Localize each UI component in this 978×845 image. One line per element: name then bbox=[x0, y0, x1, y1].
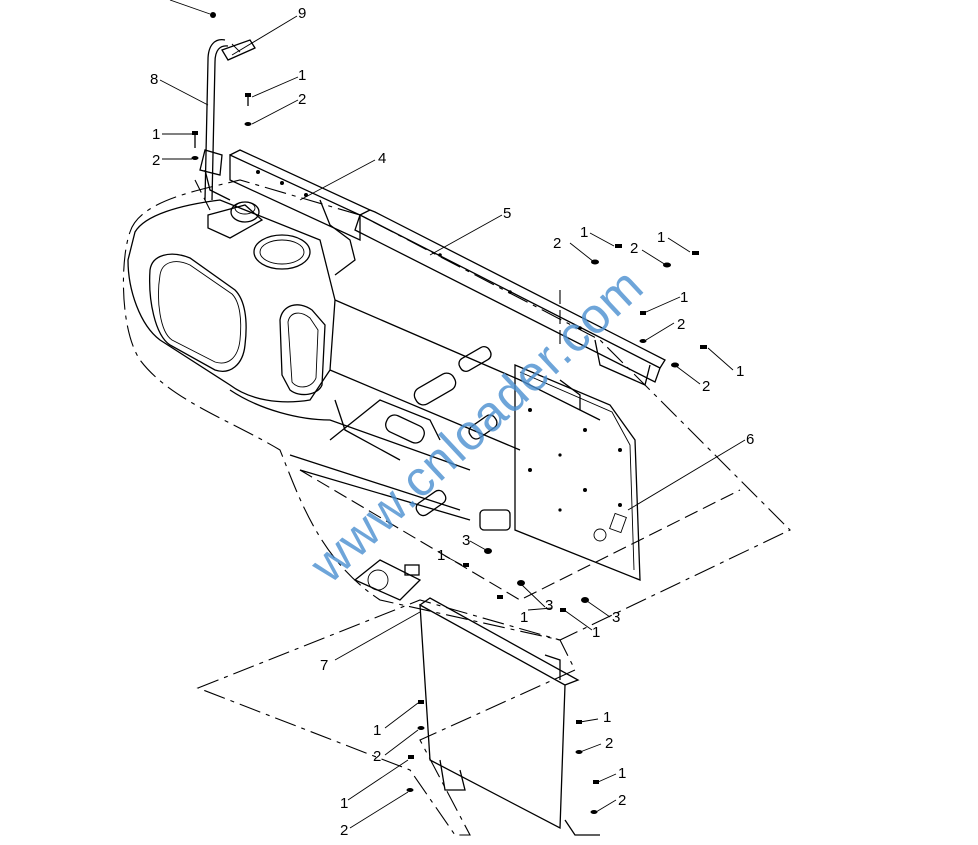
callout-1: 1 bbox=[736, 363, 744, 380]
bracket-9 bbox=[221, 39, 256, 61]
callout-1: 1 bbox=[152, 126, 160, 143]
callout-2: 2 bbox=[298, 91, 306, 108]
callout-9: 9 bbox=[298, 5, 306, 22]
callout-7: 7 bbox=[320, 657, 328, 674]
bracket-4 bbox=[204, 149, 372, 276]
callout-1: 1 bbox=[592, 624, 600, 641]
callout-2: 2 bbox=[340, 822, 348, 839]
dashed-frame-outline bbox=[122, 179, 791, 836]
callout-1: 1 bbox=[618, 765, 626, 782]
callout-5: 5 bbox=[503, 205, 511, 222]
callout-1: 1 bbox=[657, 229, 665, 246]
callout-1: 1 bbox=[520, 609, 528, 626]
callout-2: 2 bbox=[618, 792, 626, 809]
callout-3: 3 bbox=[462, 532, 470, 549]
callout-1: 1 bbox=[340, 795, 348, 812]
frame-structure bbox=[229, 299, 601, 601]
callout-1: 1 bbox=[373, 722, 381, 739]
callout-2: 2 bbox=[152, 152, 160, 169]
callout-2: 2 bbox=[702, 378, 710, 395]
callout-4: 4 bbox=[378, 150, 386, 167]
callout-1: 1 bbox=[603, 709, 611, 726]
fuel-tank bbox=[127, 199, 336, 403]
callout-1: 1 bbox=[580, 224, 588, 241]
rail-5 bbox=[354, 209, 666, 386]
callout-1: 1 bbox=[298, 67, 306, 84]
panel-7 bbox=[419, 597, 600, 836]
leader-lines bbox=[159, 0, 746, 829]
lever-8 bbox=[199, 39, 229, 201]
callout-1: 1 bbox=[437, 547, 445, 564]
fasteners bbox=[191, 12, 707, 814]
callout-2: 2 bbox=[553, 235, 561, 252]
callout-2: 2 bbox=[373, 748, 381, 765]
callout-6: 6 bbox=[746, 431, 754, 448]
callout-2: 2 bbox=[630, 240, 638, 257]
callout-3: 3 bbox=[545, 597, 553, 614]
callout-labels: 9 8 1 2 1 2 4 5 2 1 2 1 1 2 1 2 6 1 3 3 … bbox=[150, 5, 754, 839]
callout-2: 2 bbox=[605, 735, 613, 752]
callout-8: 8 bbox=[150, 71, 158, 88]
callout-3: 3 bbox=[612, 609, 620, 626]
callout-1: 1 bbox=[680, 289, 688, 306]
callout-2: 2 bbox=[677, 316, 685, 333]
